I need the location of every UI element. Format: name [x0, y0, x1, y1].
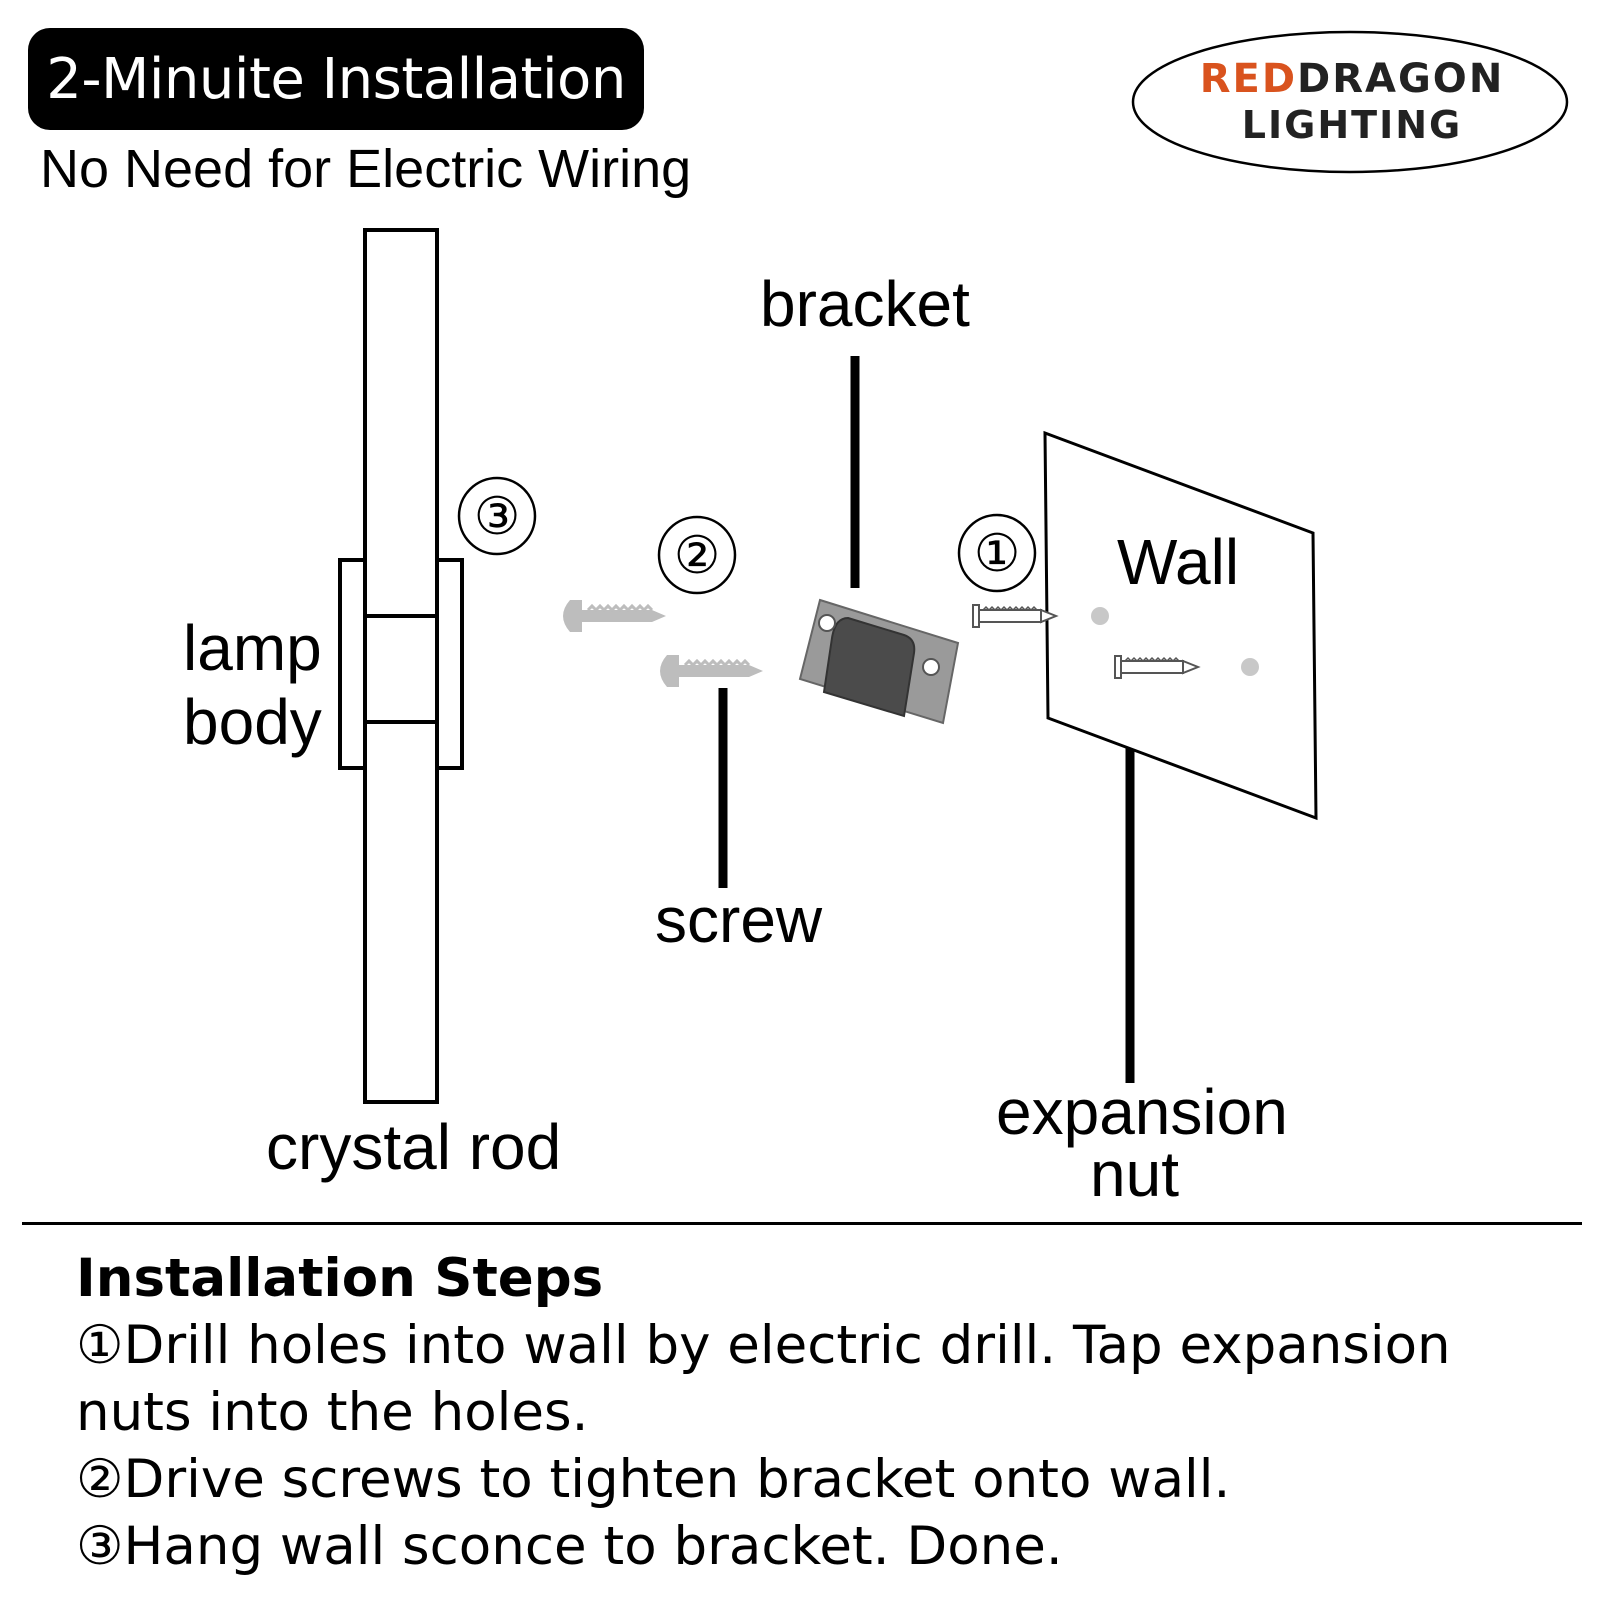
step-number: ① [76, 1315, 124, 1376]
step-text: Drill holes into wall by electric drill.… [76, 1315, 1451, 1443]
step-number: ② [76, 1449, 124, 1510]
bracket-label: bracket [760, 268, 970, 340]
step-text: Drive screws to tighten bracket onto wal… [123, 1449, 1231, 1510]
expansion-nut-label-line1: expansion [996, 1076, 1288, 1148]
step-item: ②Drive screws to tighten bracket onto wa… [76, 1446, 1566, 1513]
step-text: Hang wall sconce to bracket. Done. [123, 1516, 1063, 1577]
step-item: ③Hang wall sconce to bracket. Done. [76, 1513, 1566, 1580]
logo-brand-red: RED [1200, 56, 1297, 102]
installation-steps: Installation Steps ①Drill holes into wal… [76, 1245, 1566, 1580]
steps-heading: Installation Steps [76, 1248, 604, 1309]
wall-hole [1241, 658, 1259, 676]
lamp-body-right-plate [435, 558, 464, 770]
expansion-nut-icon [972, 604, 1059, 628]
lamp-body-left-plate [338, 558, 367, 770]
crystal-rod-label: crystal rod [266, 1111, 562, 1183]
logo-brand-text: REDDRAGON [1200, 56, 1505, 102]
title-banner: 2-Minuite Installation [28, 28, 644, 130]
screw-label: screw [655, 884, 823, 956]
step-1-number: ① [974, 524, 1021, 584]
crystal-rod [363, 228, 439, 1104]
installation-diagram: ③ ② ① [338, 228, 1318, 1104]
section-divider [22, 1222, 1582, 1225]
step-2-marker: ② [657, 515, 737, 595]
bracket-icon [798, 598, 960, 725]
screw-icon [660, 655, 763, 687]
wall-hole [1091, 607, 1109, 625]
step-3-marker: ③ [457, 476, 537, 556]
logo-ellipse [1131, 30, 1569, 174]
logo-brand-dark: DRAGON [1297, 56, 1504, 102]
step-number: ③ [76, 1516, 124, 1577]
expansion-nut-icon [1114, 655, 1201, 679]
wall-plane [1043, 430, 1318, 821]
page-subtitle: No Need for Electric Wiring [40, 139, 692, 199]
screw-icon [563, 600, 666, 632]
page-title: 2-Minuite Installation [46, 46, 626, 112]
lamp-body-label-line1: lamp [183, 612, 322, 684]
logo-lighting-text: LIGHTING [1242, 103, 1462, 147]
step-3-number: ③ [474, 487, 521, 547]
expansion-nut-label-line2: nut [1090, 1138, 1179, 1210]
step-2-number: ② [674, 526, 721, 586]
lamp-body-label-line2: body [183, 686, 322, 758]
wall-label: Wall [1117, 526, 1240, 598]
step-1-marker: ① [957, 513, 1037, 593]
step-item: ①Drill holes into wall by electric drill… [76, 1312, 1566, 1446]
brand-logo: REDDRAGON LIGHTING [1131, 30, 1569, 174]
